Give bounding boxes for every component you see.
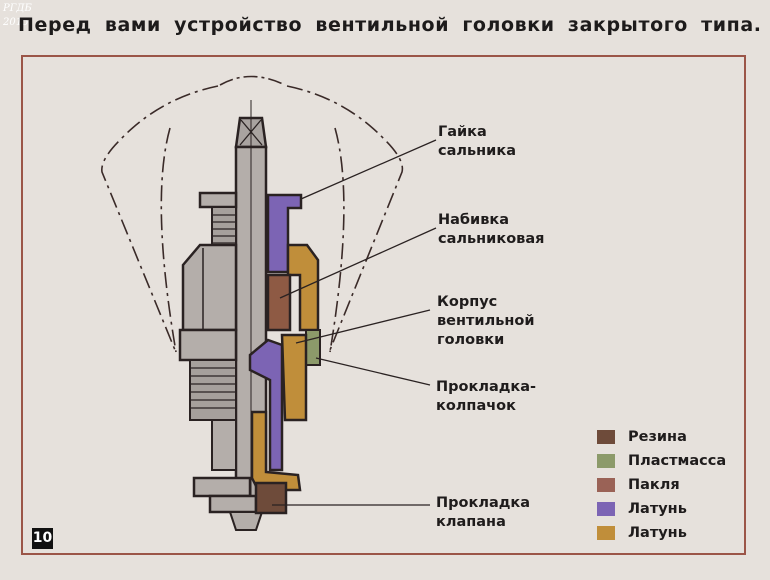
page-number-badge: 10 [32, 528, 53, 549]
valve-body-lower [280, 333, 308, 422]
legend-item: Латунь [597, 497, 726, 521]
label-text: Гайка [438, 124, 487, 140]
label-text: Корпус [437, 294, 498, 310]
spindle-neck [211, 419, 237, 471]
legend-item: Резина [597, 425, 726, 449]
label-valve-gasket: Прокладка клапана [436, 494, 530, 532]
valve-gasket [254, 481, 288, 515]
legend-swatch-tow [597, 478, 615, 492]
legend-swatch-brass-purple [597, 502, 615, 516]
material-legend: Резина Пластмасса Пакля Латунь Латунь [597, 425, 726, 545]
label-text: Прокладка- [436, 379, 537, 395]
gland-nut [266, 193, 303, 274]
label-cap-gasket: Прокладка- колпачок [436, 378, 536, 416]
label-text: Набивка [438, 212, 510, 228]
watermark-line1: РГДБ [3, 3, 32, 14]
thread-lines [212, 214, 236, 244]
hex-base [178, 328, 238, 362]
watermark: РГДБ 2015 [3, 2, 32, 30]
hex-body [181, 243, 238, 332]
legend-swatch-rubber [597, 430, 615, 444]
label-text: головки [437, 332, 505, 348]
label-text: Прокладка [436, 495, 531, 511]
flange-left [198, 191, 238, 209]
brass-cup [250, 410, 302, 492]
handle-outline [101, 75, 404, 353]
watermark-line2: 2015 [3, 17, 29, 28]
label-text: сальниковая [438, 231, 545, 247]
gland-packing [266, 273, 292, 332]
label-text: колпачок [436, 398, 516, 414]
legend-label: Пластмасса [628, 453, 727, 469]
label-gland-packing: Набивка сальниковая [438, 211, 544, 249]
legend-label: Резина [628, 429, 687, 445]
label-text: вентильной [437, 313, 535, 329]
label-text: сальника [438, 143, 516, 159]
label-text: клапана [436, 514, 506, 530]
legend-label: Латунь [628, 501, 687, 517]
lower-thread [189, 359, 237, 421]
label-valve-body: Корпус вентильной головки [437, 293, 535, 350]
legend-item: Пластмасса [597, 449, 726, 473]
brass-sleeve [248, 338, 284, 472]
label-gland-nut: Гайка сальника [438, 123, 516, 161]
legend-item: Пакля [597, 473, 726, 497]
legend-swatch-brass-yellow [597, 526, 615, 540]
diagram-frame [21, 55, 746, 555]
valve-disc [192, 476, 252, 498]
legend-label: Пакля [628, 477, 680, 493]
legend-item: Латунь [597, 521, 726, 545]
legend-swatch-plastic [597, 454, 615, 468]
cap-gasket [305, 329, 321, 366]
legend-label: Латунь [628, 525, 687, 541]
leader-lines [272, 139, 437, 506]
page-title: Перед вами устройство вентильной головки… [18, 14, 762, 36]
